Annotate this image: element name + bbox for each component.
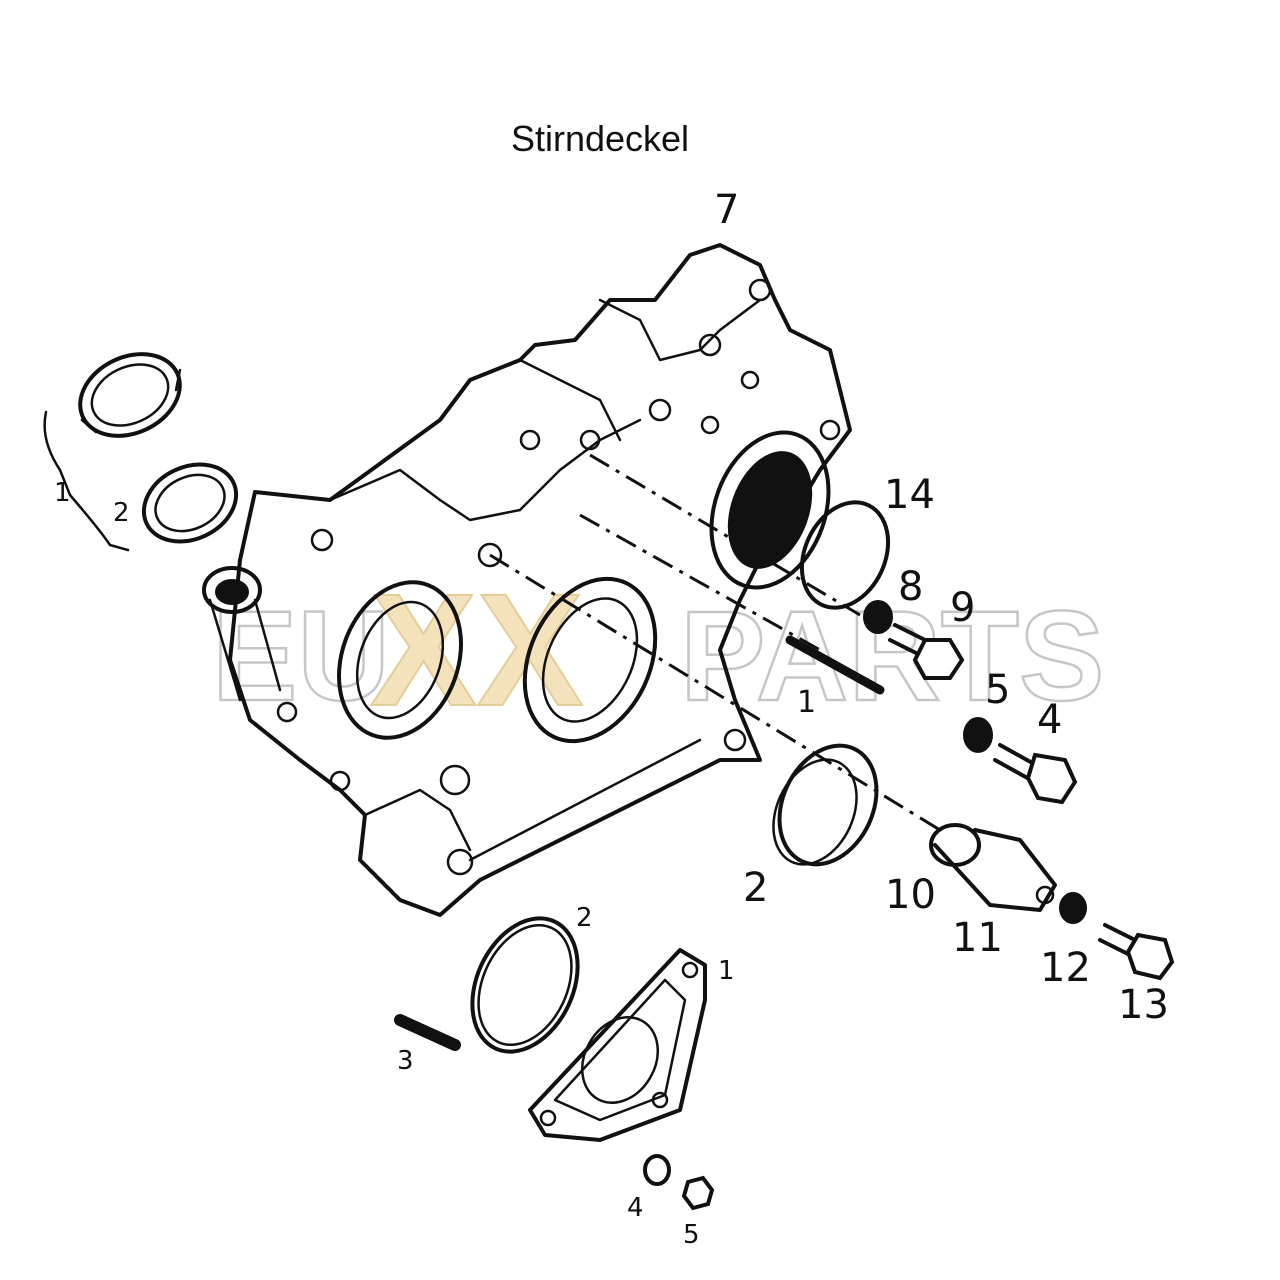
callout-3-lower: 3 (397, 1046, 414, 1076)
callout-8: 8 (898, 564, 924, 610)
axis-line-crank (489, 553, 941, 832)
callout-2-upper: 2 (113, 498, 130, 528)
callout-5-lower: 5 (683, 1220, 700, 1250)
seal-ring-2 (772, 743, 879, 867)
callout-7: 7 (714, 187, 740, 233)
callout-1-mid: 1 (797, 685, 817, 720)
callout-9: 9 (950, 585, 976, 631)
o-ring-14 (799, 500, 891, 610)
callout-10: 10 (885, 872, 936, 918)
callout-11: 11 (952, 915, 1003, 961)
lower-cover-assembly (394, 916, 715, 1211)
callout-4-lower: 4 (627, 1193, 644, 1223)
timing-cover-housing (202, 243, 852, 917)
watermark-text-mid: XX (370, 560, 583, 739)
bolt-9 (888, 623, 965, 680)
callout-13: 13 (1118, 982, 1169, 1028)
page-title: Stirndeckel (510, 118, 690, 159)
flange-sleeve-10-11 (929, 823, 1057, 912)
callout-2-mid: 2 (743, 865, 769, 911)
callout-5: 5 (985, 667, 1011, 713)
callout-14: 14 (884, 472, 935, 518)
axis-line-upper (589, 453, 861, 617)
dowel-pin-1 (785, 635, 885, 695)
washer-5 (963, 717, 993, 753)
callout-1-upper: 1 (54, 478, 71, 508)
washer-12 (1059, 892, 1087, 924)
callout-2-lower: 2 (576, 903, 593, 933)
bolt-4 (993, 743, 1078, 805)
callout-12: 12 (1040, 945, 1091, 991)
watermark-text-right: PARTS (680, 585, 1104, 728)
bolt-13 (1098, 923, 1175, 981)
washer-8 (863, 600, 893, 634)
axis-line-pin (579, 513, 821, 652)
callout-4: 4 (1037, 697, 1063, 743)
callout-1-lower: 1 (718, 956, 735, 986)
watermark: EU XX PARTS (211, 559, 1106, 740)
bearing-set-upper-left (43, 352, 239, 552)
